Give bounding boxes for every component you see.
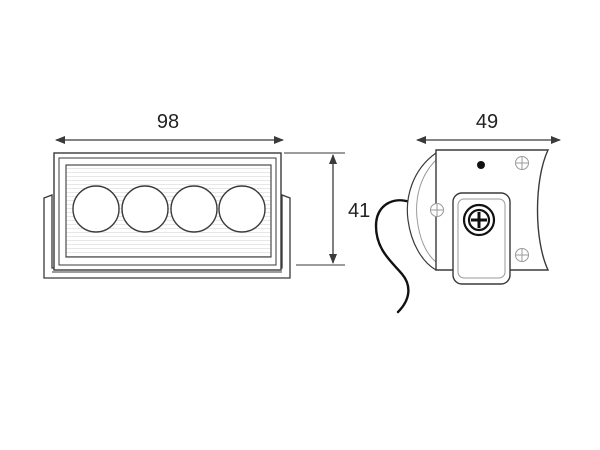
side-lens-dome-inner (416, 159, 437, 263)
screw-hole-icon-top-right (515, 156, 529, 170)
led-lenses (72, 185, 266, 233)
screw-hole-icon-left (430, 203, 444, 217)
front-view: 98 41 (43, 111, 370, 279)
side-bracket-plate-inner (457, 198, 506, 279)
side-lens-dome (406, 152, 437, 271)
side-indicator-dot (477, 161, 485, 169)
front-housing-inner (58, 157, 277, 266)
screw-hole-icon-bottom-right (515, 248, 529, 262)
front-width-label: 98 (157, 111, 179, 133)
front-bracket-outline (43, 194, 291, 279)
side-depth-label: 49 (476, 111, 498, 133)
led-lens-4 (218, 185, 266, 233)
led-lens-2 (121, 185, 169, 233)
led-lens-1 (72, 185, 120, 233)
front-bracket (43, 194, 291, 279)
side-depth-dimension: 49 (416, 111, 561, 144)
front-height-dimension: 41 (284, 152, 370, 266)
led-lens-3 (170, 185, 218, 233)
power-cable (374, 199, 412, 314)
front-width-dimension: 98 (55, 111, 284, 144)
side-view: 49 (374, 111, 561, 314)
bracket-knob-icon (462, 203, 496, 237)
front-height-label: 41 (348, 200, 370, 222)
